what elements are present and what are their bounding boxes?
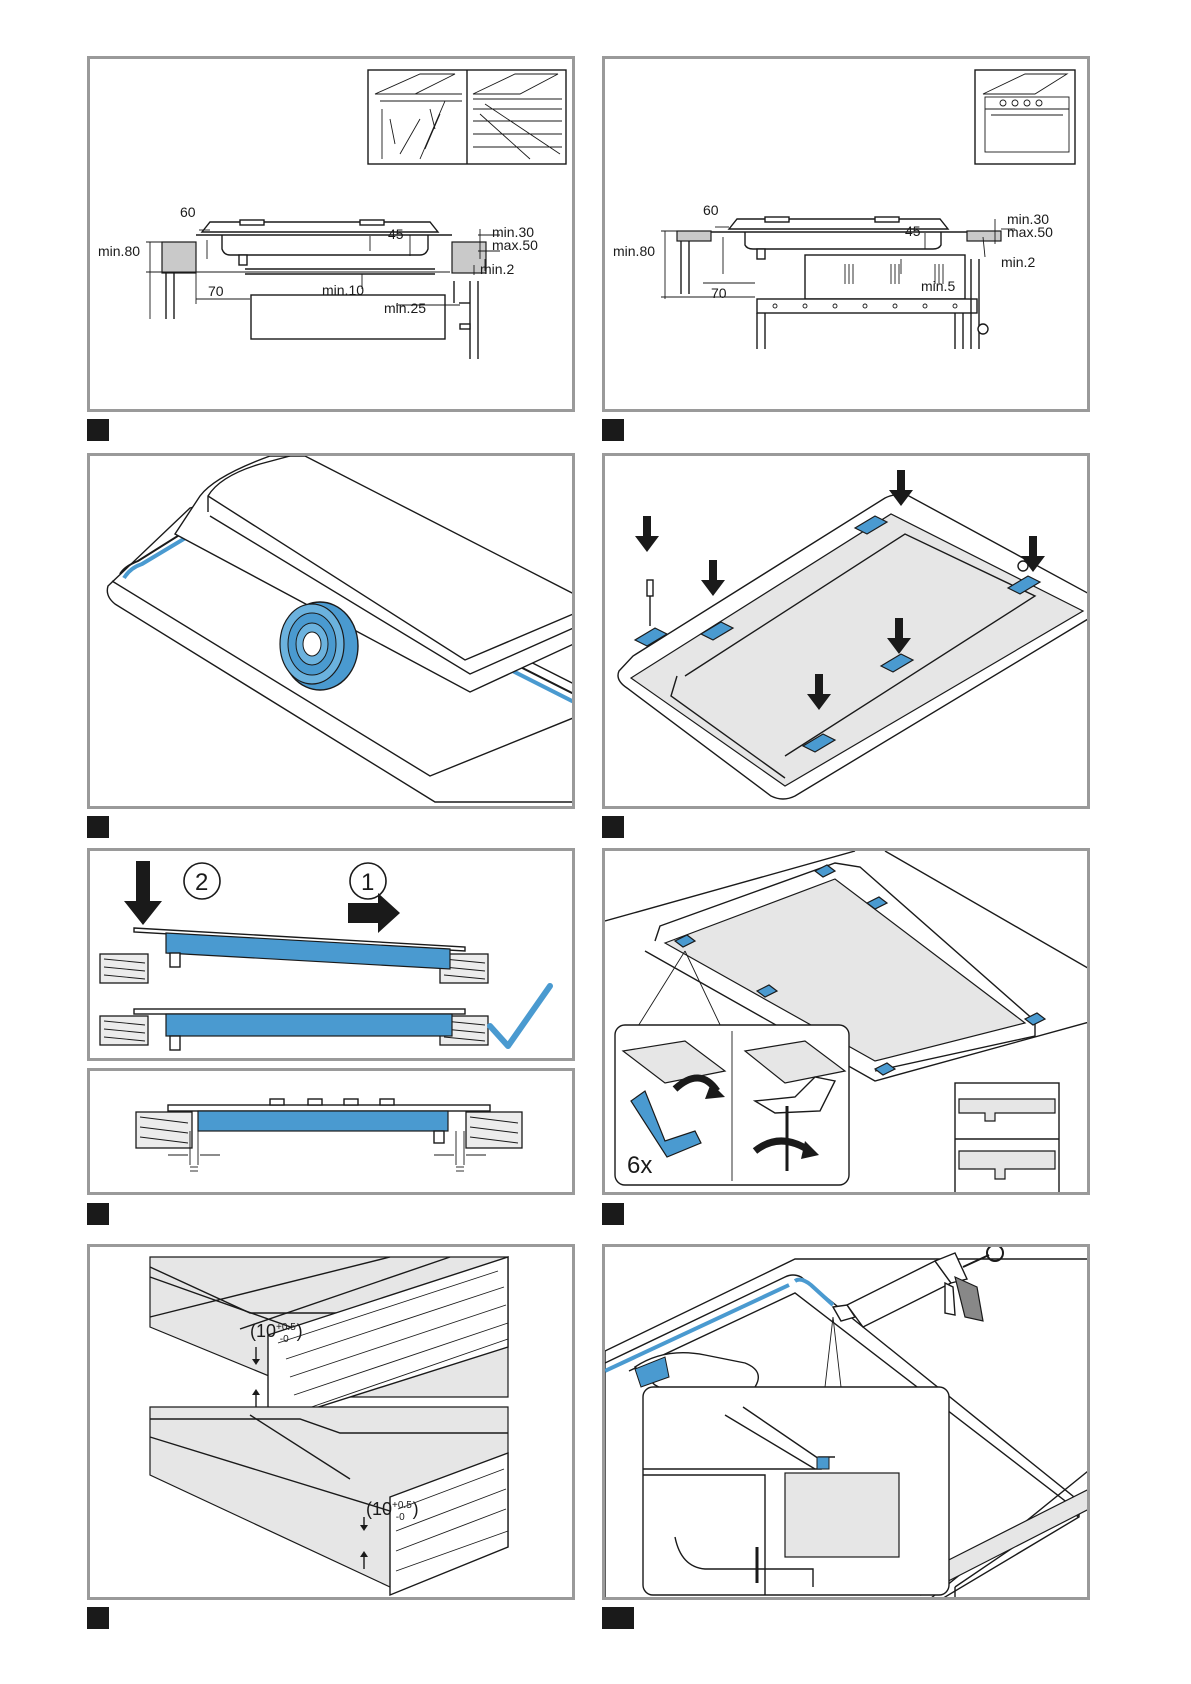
step-marker-7	[87, 1607, 109, 1629]
tile-height-illustration: (10+0.5-0) (10+0.5-0)	[90, 1247, 575, 1600]
figure-place-clamps	[602, 453, 1090, 809]
step-marker-4	[602, 816, 624, 838]
clamps-illustration	[605, 456, 1090, 809]
clearance-diagram-2: 60 45 min.80 min.30 max.50 70 min.5 min.…	[605, 59, 1090, 412]
dim-max50: max.50	[492, 237, 538, 253]
figure-silicone-seal	[602, 1244, 1090, 1600]
figure-fix-clamps: 6x	[602, 848, 1090, 1195]
dim-70: 70	[711, 285, 727, 301]
figure-tile-height: (10+0.5-0) (10+0.5-0)	[87, 1244, 575, 1600]
step-1-label: 1	[361, 869, 374, 896]
figure-seal-tape	[87, 453, 575, 809]
worktop-left	[162, 242, 196, 273]
centre-hob-illustration	[90, 1071, 575, 1195]
hob-profile	[711, 217, 967, 259]
dim-min5: min.5	[921, 278, 955, 294]
dim-min2: min.2	[1001, 254, 1035, 270]
dim-70: 70	[208, 283, 224, 299]
inset-cabinet-thumbnails	[368, 70, 566, 164]
arrow-down-icon	[124, 861, 162, 925]
dim-max50: max.50	[1007, 224, 1053, 240]
figure-insert-hob: 2 1	[87, 848, 575, 1061]
dim-min25: min.25	[384, 300, 426, 316]
checkmark-icon	[490, 986, 550, 1046]
dim-60: 60	[180, 204, 196, 220]
arrow-right-icon	[348, 893, 400, 933]
step-marker-2	[602, 419, 624, 441]
dim-min10: min.10	[322, 282, 364, 298]
dim-min80: min.80	[98, 243, 140, 259]
oven-body	[757, 255, 988, 349]
worktop-left	[677, 231, 711, 241]
hob-seated	[134, 1009, 465, 1050]
dim-60: 60	[703, 202, 719, 218]
worktop-right	[967, 231, 1001, 241]
inset-oven-thumbnail	[975, 70, 1075, 164]
clamp-count-label: 6x	[627, 1152, 652, 1179]
dim-45: 45	[905, 223, 921, 239]
step-2-label: 2	[195, 869, 208, 896]
dim-45: 45	[388, 226, 404, 242]
step-marker-5	[87, 1203, 109, 1225]
step-marker-3	[87, 816, 109, 838]
fix-clamps-illustration: 6x	[605, 851, 1090, 1195]
hob-profile	[196, 220, 452, 265]
figure-hob-clearance-oven: 60 45 min.80 min.30 max.50 70 min.5 min.…	[602, 56, 1090, 412]
figure-centre-hob	[87, 1068, 575, 1195]
step-marker-1	[87, 419, 109, 441]
clearance-diagram-1: 60 45 min.80 min.30 max.50 min.2 70 min.…	[90, 59, 575, 412]
step-marker-8	[602, 1607, 634, 1629]
dim-min2: min.2	[480, 261, 514, 277]
insert-hob-illustration: 2 1	[90, 851, 575, 1061]
hob-tilted	[134, 928, 465, 969]
dim-min80: min.80	[613, 243, 655, 259]
step-marker-6	[602, 1203, 624, 1225]
figure-hob-clearance-drawer: 60 45 min.80 min.30 max.50 min.2 70 min.…	[87, 56, 575, 412]
silicone-seal-illustration	[605, 1247, 1090, 1600]
seal-tape-illustration	[90, 456, 575, 809]
